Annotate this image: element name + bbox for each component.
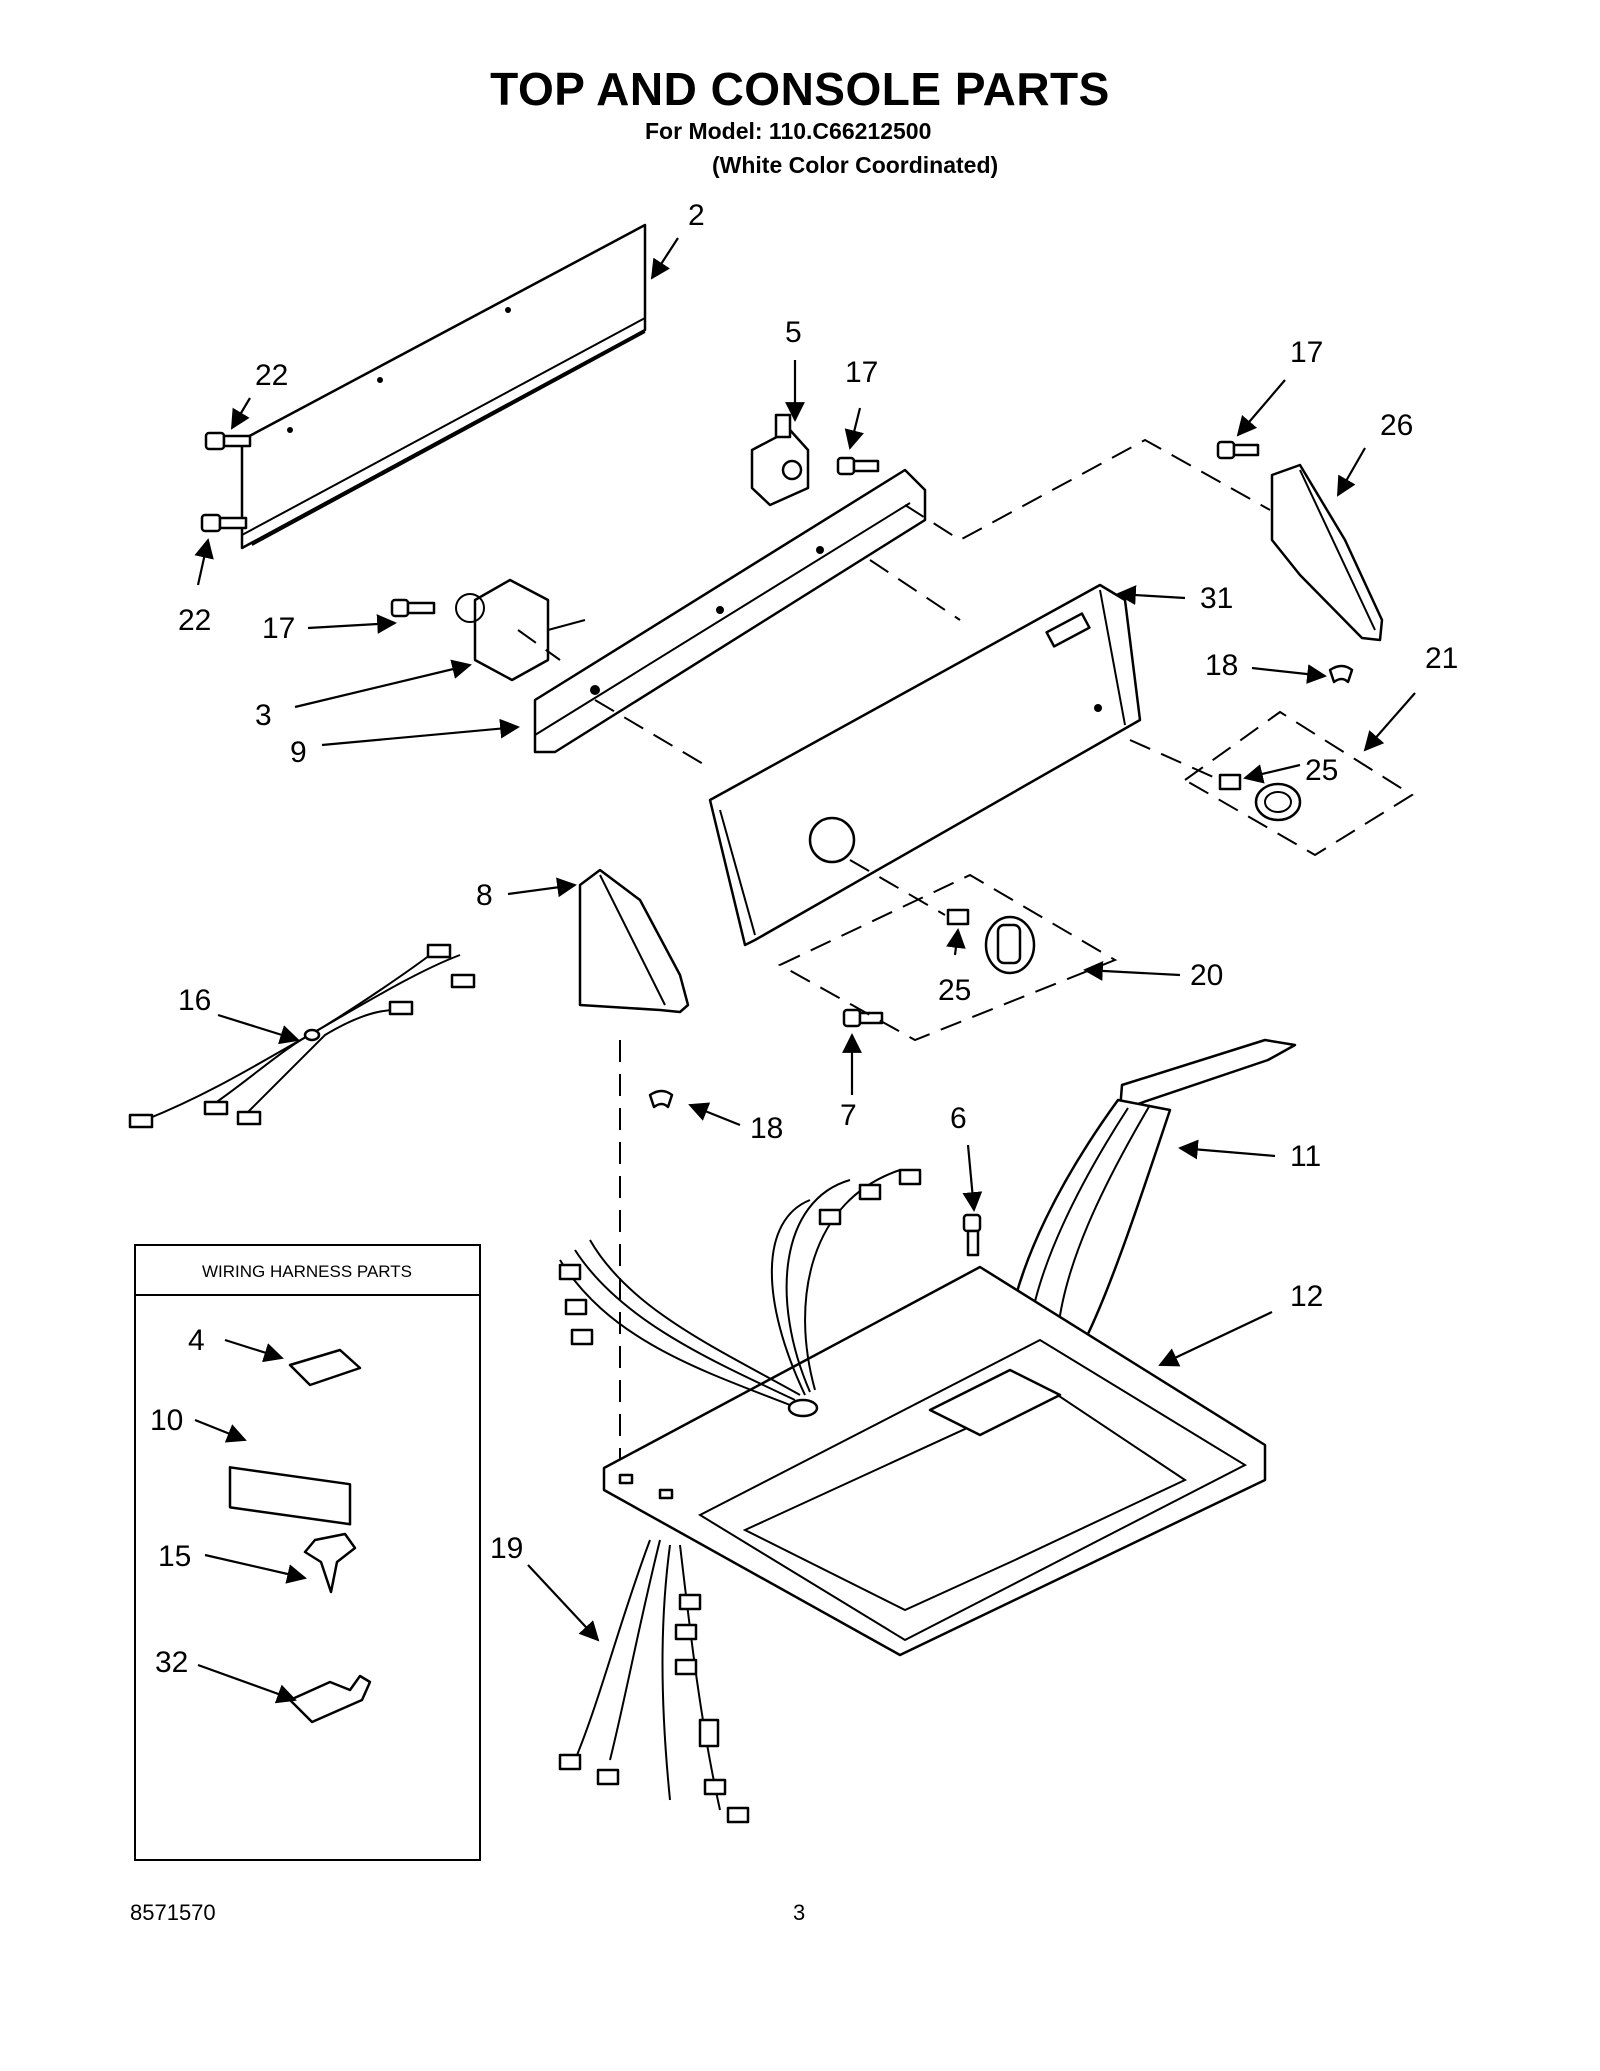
callout-16: 16 [178,984,211,1017]
color-line: (White Color Coordinated) [712,152,999,178]
assembly-guide-lines [517,438,1414,1460]
part-20-knob [984,915,1036,975]
part-16-wire-harness [128,943,476,1129]
callout-labels: 2 5 17 17 26 22 22 31 18 21 17 3 9 25 25… [150,199,1458,1679]
part-11-lint-duct [1006,1038,1297,1342]
callout-20: 20 [1190,959,1223,992]
part-8-end-cap-left [578,868,690,1014]
callout-22-lower: 22 [178,604,211,637]
callout-4: 4 [188,1324,205,1357]
part-17-screw-right [1216,440,1260,460]
callout-3: 3 [255,699,272,732]
part-harness-upper-bundle [558,1168,922,1406]
callout-22-upper: 22 [255,359,288,392]
callout-18-lower: 18 [750,1112,783,1145]
callout-9: 9 [290,736,307,769]
callout-12: 12 [1290,1280,1323,1313]
wiring-harness-parts-box: WIRING HARNESS PARTS [134,1244,481,1861]
callout-arrows [194,237,1416,1704]
callout-21: 21 [1425,642,1458,675]
callout-25-center: 25 [938,974,971,1007]
callout-31: 31 [1200,582,1233,615]
callout-17-center: 17 [845,356,878,389]
part-21-knob [1254,782,1302,822]
part-5-switch [750,413,810,507]
callout-15: 15 [158,1540,191,1573]
callout-10: 10 [150,1404,183,1437]
callout-5: 5 [785,316,802,349]
callout-32: 32 [155,1646,188,1679]
callout-2: 2 [688,199,705,232]
part-22-screw-upper [204,431,252,451]
callout-6: 6 [950,1102,967,1135]
callout-25-right: 25 [1305,754,1338,787]
part-26-end-cap-right [1270,463,1384,642]
part-18-clip-lower [648,1089,674,1109]
document-number: 8571570 [130,1900,216,1925]
part-3-timer [455,578,586,682]
model-line: For Model: 110.C66212500 [645,118,932,144]
wiring-box-title: WIRING HARNESS PARTS [202,1262,412,1281]
part-18-clip-upper [1328,664,1354,684]
part-9-console-bracket [533,468,927,754]
part-25-clip-right [1218,773,1242,791]
part-22-screw-lower [200,513,248,533]
callout-19: 19 [490,1532,523,1565]
callout-17-left: 17 [262,612,295,645]
part-17-screw-left [390,598,436,618]
callout-18-upper: 18 [1205,649,1238,682]
part-17-screw-center [836,456,880,476]
part-2-rear-panel [240,223,647,550]
part-6-screw [962,1213,982,1257]
page-number: 3 [793,1900,806,1925]
part-12-main-top [602,1265,1267,1657]
part-19-lower-harness [558,1539,750,1824]
part-31-console-panel [708,583,1142,947]
part-7-screw [842,1008,884,1028]
page-title: TOP AND CONSOLE PARTS [490,63,1110,115]
callout-17-right: 17 [1290,336,1323,369]
callout-26: 26 [1380,409,1413,442]
part-25-clip-center [946,908,970,926]
callout-7: 7 [840,1099,857,1132]
callout-11: 11 [1290,1140,1321,1173]
callout-8: 8 [476,879,493,912]
